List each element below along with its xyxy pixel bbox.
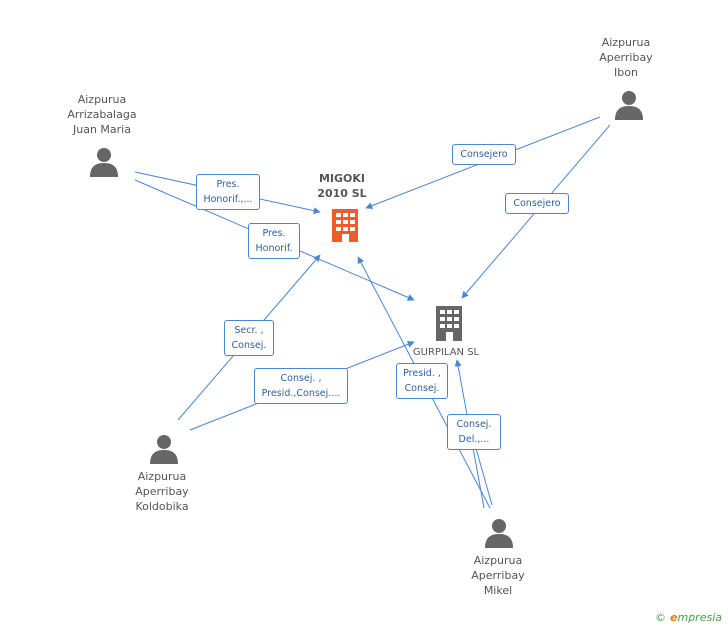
edge-label-juan-maria-migoki[interactable]: Pres. Honorif.,... [196, 174, 260, 210]
edge-label-line1: Consejero [460, 149, 508, 160]
brand-logo-e: e [670, 611, 678, 624]
gurpilan-label[interactable]: GURPILAN SL [412, 347, 480, 358]
person-label-line3: Mikel [483, 584, 513, 597]
building-icon[interactable] [434, 305, 464, 341]
person-label-line3: Juan Maria [73, 123, 131, 136]
edge-label-line1: Pres. [216, 179, 240, 190]
edge-label-line2: Consej. [231, 340, 267, 351]
edge-label-line2: Honorif. [255, 243, 293, 254]
edge-label-mikel-migoki[interactable]: Presid. , Consej. [396, 363, 448, 399]
person-icon[interactable] [484, 518, 514, 548]
edge-label-koldobika-migoki[interactable]: Secr. , Consej. [224, 320, 274, 356]
person-label-line1: Aizpurua [137, 470, 187, 483]
edge-label-mikel-gurpilan[interactable]: Consej. Del.,... [447, 414, 501, 450]
edge-label-juan-maria-gurpilan[interactable]: Pres. Honorif. [248, 223, 300, 259]
person-label-juan-maria[interactable]: Aizpurua Arrizabalaga Juan Maria [56, 92, 148, 137]
person-label-koldobika[interactable]: Aizpurua Aperribay Koldobika [122, 469, 202, 514]
edge-label-line1: Secr. , [234, 325, 264, 336]
person-label-line2: Arrizabalaga [67, 108, 137, 121]
person-label-line2: Aperribay [135, 485, 189, 498]
person-label-mikel[interactable]: Aizpurua Aperribay Mikel [458, 553, 538, 598]
edge-label-line1: Consej. , [280, 373, 322, 384]
person-label-line3: Koldobika [135, 500, 189, 513]
edge-label-line2: Del.,... [458, 434, 490, 445]
person-label-line2: Aperribay [599, 51, 653, 64]
person-icon[interactable] [614, 90, 644, 120]
edge-label-ibon-migoki[interactable]: Consejero [452, 144, 516, 165]
edge-label-line1: Consejero [513, 198, 561, 209]
person-label-ibon[interactable]: Aizpurua Aperribay Ibon [586, 35, 666, 80]
migoki-label-line2: 2010 SL [317, 187, 367, 200]
person-icon[interactable] [89, 147, 119, 177]
edge-label-line1: Presid. , [403, 368, 441, 379]
person-icon[interactable] [149, 434, 179, 464]
edge-label-line1: Consej. [456, 419, 492, 430]
person-label-line3: Ibon [614, 66, 638, 79]
building-icon[interactable] [330, 208, 360, 242]
edge-label-line1: Pres. [262, 228, 286, 239]
edge-label-line2: Honorif.,... [203, 194, 253, 205]
edge-label-line2: Consej. [404, 383, 440, 394]
migoki-label-line1: MIGOKI [318, 172, 366, 185]
copyright-symbol: © [655, 611, 667, 624]
person-label-line1: Aizpurua [473, 554, 523, 567]
migoki-label[interactable]: MIGOKI 2010 SL [312, 171, 372, 201]
edge-label-ibon-gurpilan[interactable]: Consejero [505, 193, 569, 214]
person-label-line2: Aperribay [471, 569, 525, 582]
edge-label-line2: Presid.,Consej.... [261, 388, 341, 399]
person-label-line1: Aizpurua [77, 93, 127, 106]
person-label-line1: Aizpurua [601, 36, 651, 49]
edge-label-koldobika-gurpilan[interactable]: Consej. , Presid.,Consej.... [254, 368, 348, 404]
footer-brand: ©empresia [655, 611, 722, 624]
brand-name: mpresia [677, 611, 722, 624]
